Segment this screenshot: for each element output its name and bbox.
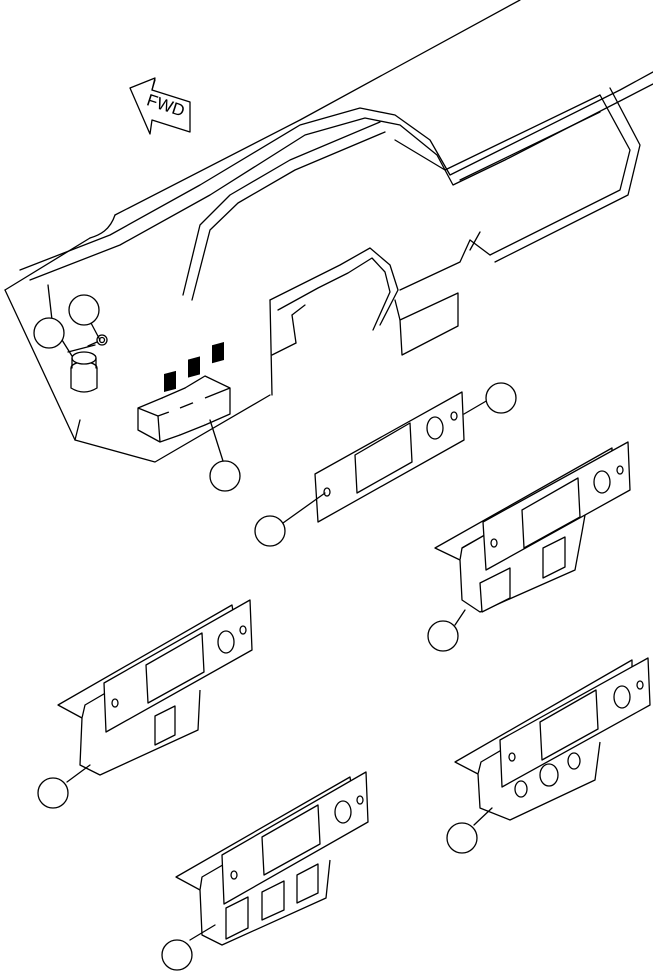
callout-indicator-upper (68, 294, 100, 326)
callout-housing-3-square (161, 939, 193, 971)
dashboard-outline (4, 0, 653, 463)
callouts (33, 294, 517, 971)
fwd-arrow: FWD (129, 77, 191, 135)
housing-three-round (454, 657, 651, 821)
housing-two-hole (434, 441, 631, 613)
indicator-lamp (67, 334, 108, 393)
rocker-switch-bank (137, 341, 231, 443)
callout-gasket-right (485, 382, 517, 414)
housing-three-square (175, 771, 369, 946)
callout-housing-3-round (446, 822, 478, 854)
callout-switch-panel (209, 460, 241, 492)
housing-one-hole (57, 599, 253, 776)
callout-housing-2-hole (427, 620, 459, 652)
callout-indicator-lower (33, 317, 65, 349)
gasket-plate (314, 391, 465, 523)
callout-housing-1-hole (37, 777, 69, 809)
callout-leaders (61, 322, 493, 941)
callout-gasket-left (254, 515, 286, 547)
fwd-label: FWD (144, 91, 187, 121)
